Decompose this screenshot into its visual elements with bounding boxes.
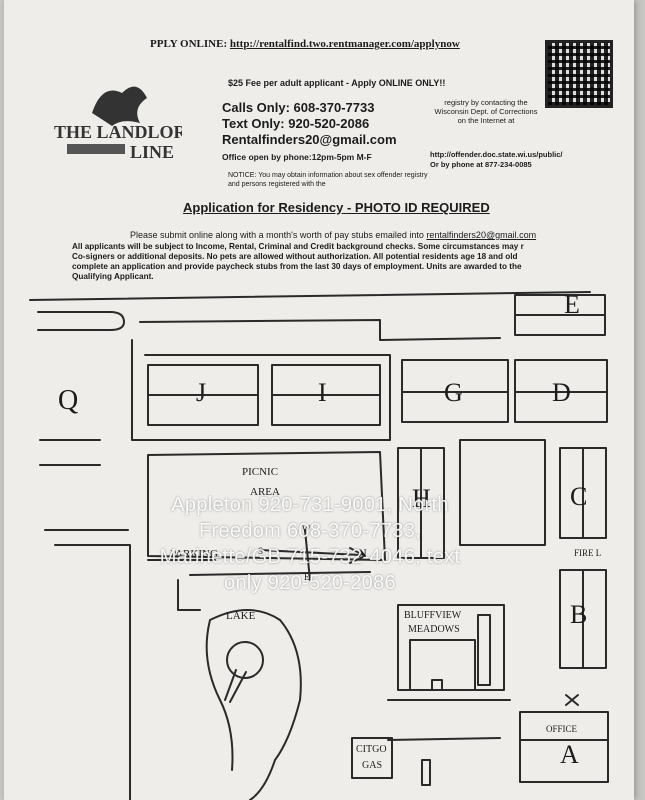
requirements-text: All applicants will be subject to Income…: [72, 242, 632, 282]
citgo-label: CITGO: [356, 744, 387, 755]
watermark-line: only 920-520-2086: [224, 572, 396, 594]
page-title: Application for Residency - PHOTO ID REQ…: [183, 200, 490, 215]
bluffview-label: BLUFFVIEW: [404, 610, 462, 621]
offender-info: http://offender.doc.state.wi.us/public/ …: [430, 150, 640, 170]
watermark-line: Freedom 608-370-7733,: [199, 520, 421, 542]
map-label-building: E: [564, 290, 580, 319]
compass-s: S: [258, 546, 264, 556]
picnic-label: PICNIC: [242, 466, 279, 478]
map-label-building: A: [560, 740, 579, 769]
apply-online-url: http://rentalfind.two.rentmanager.com/ap…: [229, 38, 460, 50]
apply-online-line: PPLY ONLINE: http://rentalfind.two.rentm…: [150, 38, 460, 50]
requirements-line: Qualifying Applicant.: [72, 272, 154, 281]
requirements-line: Co-signers or additional deposits. No pe…: [72, 252, 518, 261]
map-label-building: B: [570, 600, 588, 629]
office-label: OFFICE: [546, 724, 578, 734]
fire-lane-label: FIRE L: [574, 548, 602, 558]
offender-phone: Or by phone at 877-234-0085: [430, 160, 532, 169]
logo-line1: THE LANDLORD: [54, 122, 182, 142]
contact-email: Rentalfinders20@gmail.com: [222, 132, 397, 147]
compass-e: E: [304, 572, 310, 582]
apply-online-label: PPLY ONLINE:: [150, 38, 228, 50]
application-sheet: [4, 0, 634, 800]
map-label-building: Q: [58, 385, 79, 416]
meadows-label: MEADOWS: [408, 624, 460, 635]
map-label-building: I: [318, 378, 327, 407]
lake-label: LAKE: [226, 610, 256, 622]
map-label-building: D: [552, 378, 571, 407]
submit-prefix: Please submit online along with a month'…: [130, 230, 424, 240]
landlord-line-logo: THE LANDLORD LINE: [54, 86, 182, 162]
compass-n: N: [358, 546, 367, 560]
map-label-building: C: [570, 482, 588, 511]
compass-w: W: [302, 524, 311, 534]
requirements-line: complete an application and provide payc…: [72, 262, 522, 271]
qr-code-icon: [545, 40, 613, 108]
contact-block: Calls Only: 608-370-7733 Text Only: 920-…: [222, 100, 397, 148]
calls-only: Calls Only: 608-370-7733: [222, 100, 375, 115]
submit-email-link: rentalfinders20@gmail.com: [426, 230, 537, 240]
map-label-building: H: [412, 484, 431, 513]
offender-url: http://offender.doc.state.wi.us/public/: [430, 150, 563, 159]
gas-label: GAS: [362, 760, 383, 771]
requirements-line: All applicants will be subject to Income…: [72, 242, 524, 251]
submit-instruction: Please submit online along with a month'…: [130, 230, 536, 240]
registry-text: registry by contacting the Wisconsin Dep…: [434, 98, 538, 125]
map-label-building: J: [196, 378, 207, 407]
site-map: [29, 291, 609, 800]
watermark-line: Marinette/GB 715-732-4046, text: [159, 546, 461, 568]
office-hours: Office open by phone:12pm-5pm M-F: [222, 152, 372, 162]
text-only: Text Only: 920-520-2086: [222, 116, 370, 131]
map-label-building: G: [444, 378, 463, 407]
phone-watermark: Appleton 920-731-9001, North Freedom 608…: [95, 492, 525, 596]
citgo-gas: [351, 737, 393, 779]
notice-text: NOTICE: You may obtain information about…: [228, 172, 428, 188]
building-a-office: [519, 711, 609, 783]
bluffview-meadows: [397, 604, 505, 691]
area-label: AREA: [250, 486, 280, 498]
parking-label: PARKING: [170, 548, 218, 560]
logo-line2: LINE: [130, 142, 174, 162]
watermark-line: Appleton 920-731-9001, North: [171, 494, 449, 516]
fee-text: $25 Fee per adult applicant - Apply ONLI…: [228, 78, 446, 88]
